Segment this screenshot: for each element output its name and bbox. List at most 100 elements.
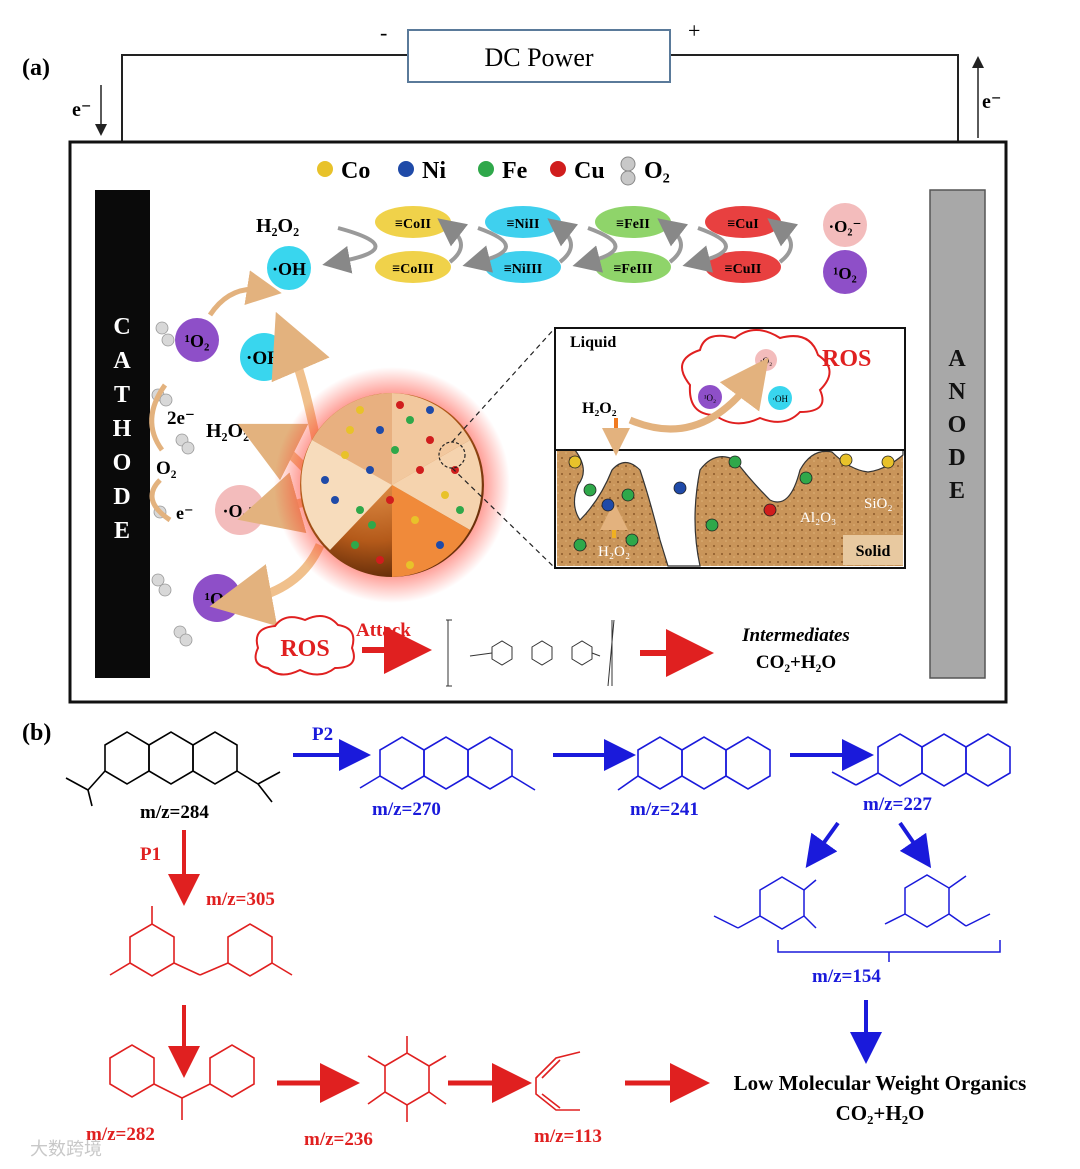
bottom-intermediates: Intermediates (741, 625, 850, 646)
o2-bubble (151, 573, 165, 587)
catalyst-site (331, 496, 339, 504)
h2o2-label: H₂O₂ (206, 420, 249, 442)
inset-al2o3: Al₂O₃ (800, 510, 836, 526)
inset-site (799, 471, 813, 485)
panel-a-label: (a) (22, 55, 50, 81)
bottom-ros: ROS (280, 636, 329, 662)
cycle-singlet-circle (823, 250, 867, 294)
cycle-arrow-left (682, 226, 728, 273)
cycle-singlet: ¹O₂ (833, 264, 856, 283)
structure-284 (65, 731, 281, 807)
cathode-letter: A (113, 348, 131, 374)
cathode-letter: O (113, 450, 132, 476)
legend-label: Cu (574, 158, 605, 184)
catalyst-site (436, 541, 444, 549)
mz-236: m/z=236 (304, 1129, 373, 1150)
inset-site (881, 455, 895, 469)
catalyst-site (416, 466, 424, 474)
inset-h2o2-bottom: H₂O₂ (598, 544, 630, 560)
catalyst-site (391, 446, 399, 454)
mz-284: m/z=284 (140, 802, 209, 823)
superoxide-label: ·O₂⁻ (223, 501, 258, 521)
legend-marker-co (317, 161, 333, 177)
singlet-top: ¹O₂ (185, 331, 210, 351)
catalyst-site (376, 426, 384, 434)
cathode-letter: D (113, 484, 130, 510)
final-line2: CO₂+H₂O (836, 1101, 925, 1125)
inset-site (728, 455, 742, 469)
inset: Solid Liquid ROS ·O₂ ¹O₂ ·OH H₂O₂ SiO₂ S… (554, 327, 906, 569)
cycle-arrow-left (572, 226, 618, 273)
inset-site (673, 481, 687, 495)
inset-oh-small: ·OH (772, 394, 788, 404)
anode-letter: D (948, 445, 965, 471)
inset-sio2-b: SiO₂ (864, 496, 893, 512)
cathode (95, 190, 150, 678)
cycle-top-ellipse (375, 206, 451, 238)
cycle-bottom-label: ≡FeIII (613, 262, 652, 277)
cycle-bottom-ellipse (705, 251, 781, 283)
inset-site (763, 503, 777, 517)
cycle-bottom-label: ≡CuII (725, 262, 762, 277)
singlet-bottom: ¹O₂ (205, 589, 230, 609)
e-label: e⁻ (176, 503, 194, 523)
structure-282 (109, 1044, 255, 1120)
power-plus: + (688, 18, 700, 43)
cycle-arrow-left (322, 226, 378, 274)
catalyst-site (456, 506, 464, 514)
singlet-top-circle (175, 318, 219, 362)
cycle-superoxide: ·O₂⁻ (829, 217, 862, 236)
cathode-letter: C (113, 314, 130, 340)
structure-113 (535, 1051, 581, 1111)
mz-113: m/z=113 (534, 1126, 602, 1147)
cycle-bottom-label: ≡CoIII (392, 262, 433, 277)
cycle-bottom-ellipse (375, 251, 451, 283)
anode-letter: O (948, 412, 967, 438)
inset-site (568, 455, 582, 469)
catalyst-site (451, 466, 459, 474)
o2-bubble (179, 633, 193, 647)
cycle-oh: ·OH (272, 259, 306, 279)
power-label: DC Power (484, 43, 593, 72)
mz-305: m/z=305 (206, 889, 275, 910)
catalyst-site (406, 561, 414, 569)
legend-marker-fe (478, 161, 494, 177)
catalyst-sphere (274, 327, 556, 603)
structure-241 (617, 736, 771, 791)
catalyst-site (396, 401, 404, 409)
inset-site (625, 533, 639, 547)
electron-right-label: e⁻ (982, 91, 1001, 113)
catalyst-site (356, 406, 364, 414)
structure-305 (109, 906, 293, 977)
legend-label: Fe (502, 158, 528, 184)
catalyst-site (426, 436, 434, 444)
anode-letter: N (948, 379, 966, 405)
cycle-top-label: ≡CoII (395, 217, 431, 232)
inset-site (621, 488, 635, 502)
electron-left-label: e⁻ (72, 99, 91, 121)
inset-site (705, 518, 719, 532)
o2-label: O₂ (156, 458, 177, 479)
p2-label: P2 (312, 724, 333, 745)
anode-letter: A (948, 346, 966, 372)
oh-label: ·OH (246, 348, 282, 369)
anode (929, 189, 986, 679)
catalyst-site (406, 416, 414, 424)
o2-bubble (181, 441, 195, 455)
arrow-oh-to-singlet (207, 270, 282, 317)
cathode-letter: H (113, 416, 132, 442)
catalyst-site (321, 476, 329, 484)
o2-bubble (161, 333, 175, 347)
cycle-top-label: ≡NiII (507, 217, 540, 232)
cycle-arrow-left (462, 226, 508, 273)
inset-ros: ROS (822, 346, 871, 372)
inset-h2o2-top: H₂O₂ (582, 400, 617, 417)
final-line1: Low Molecular Weight Organics (734, 1071, 1027, 1095)
power-minus: - (380, 20, 387, 45)
panel-b-label: (b) (22, 720, 51, 746)
power-box (407, 29, 671, 83)
catalyst-site (411, 516, 419, 524)
catalyst-site (356, 506, 364, 514)
inset-solid: Solid (856, 543, 891, 560)
